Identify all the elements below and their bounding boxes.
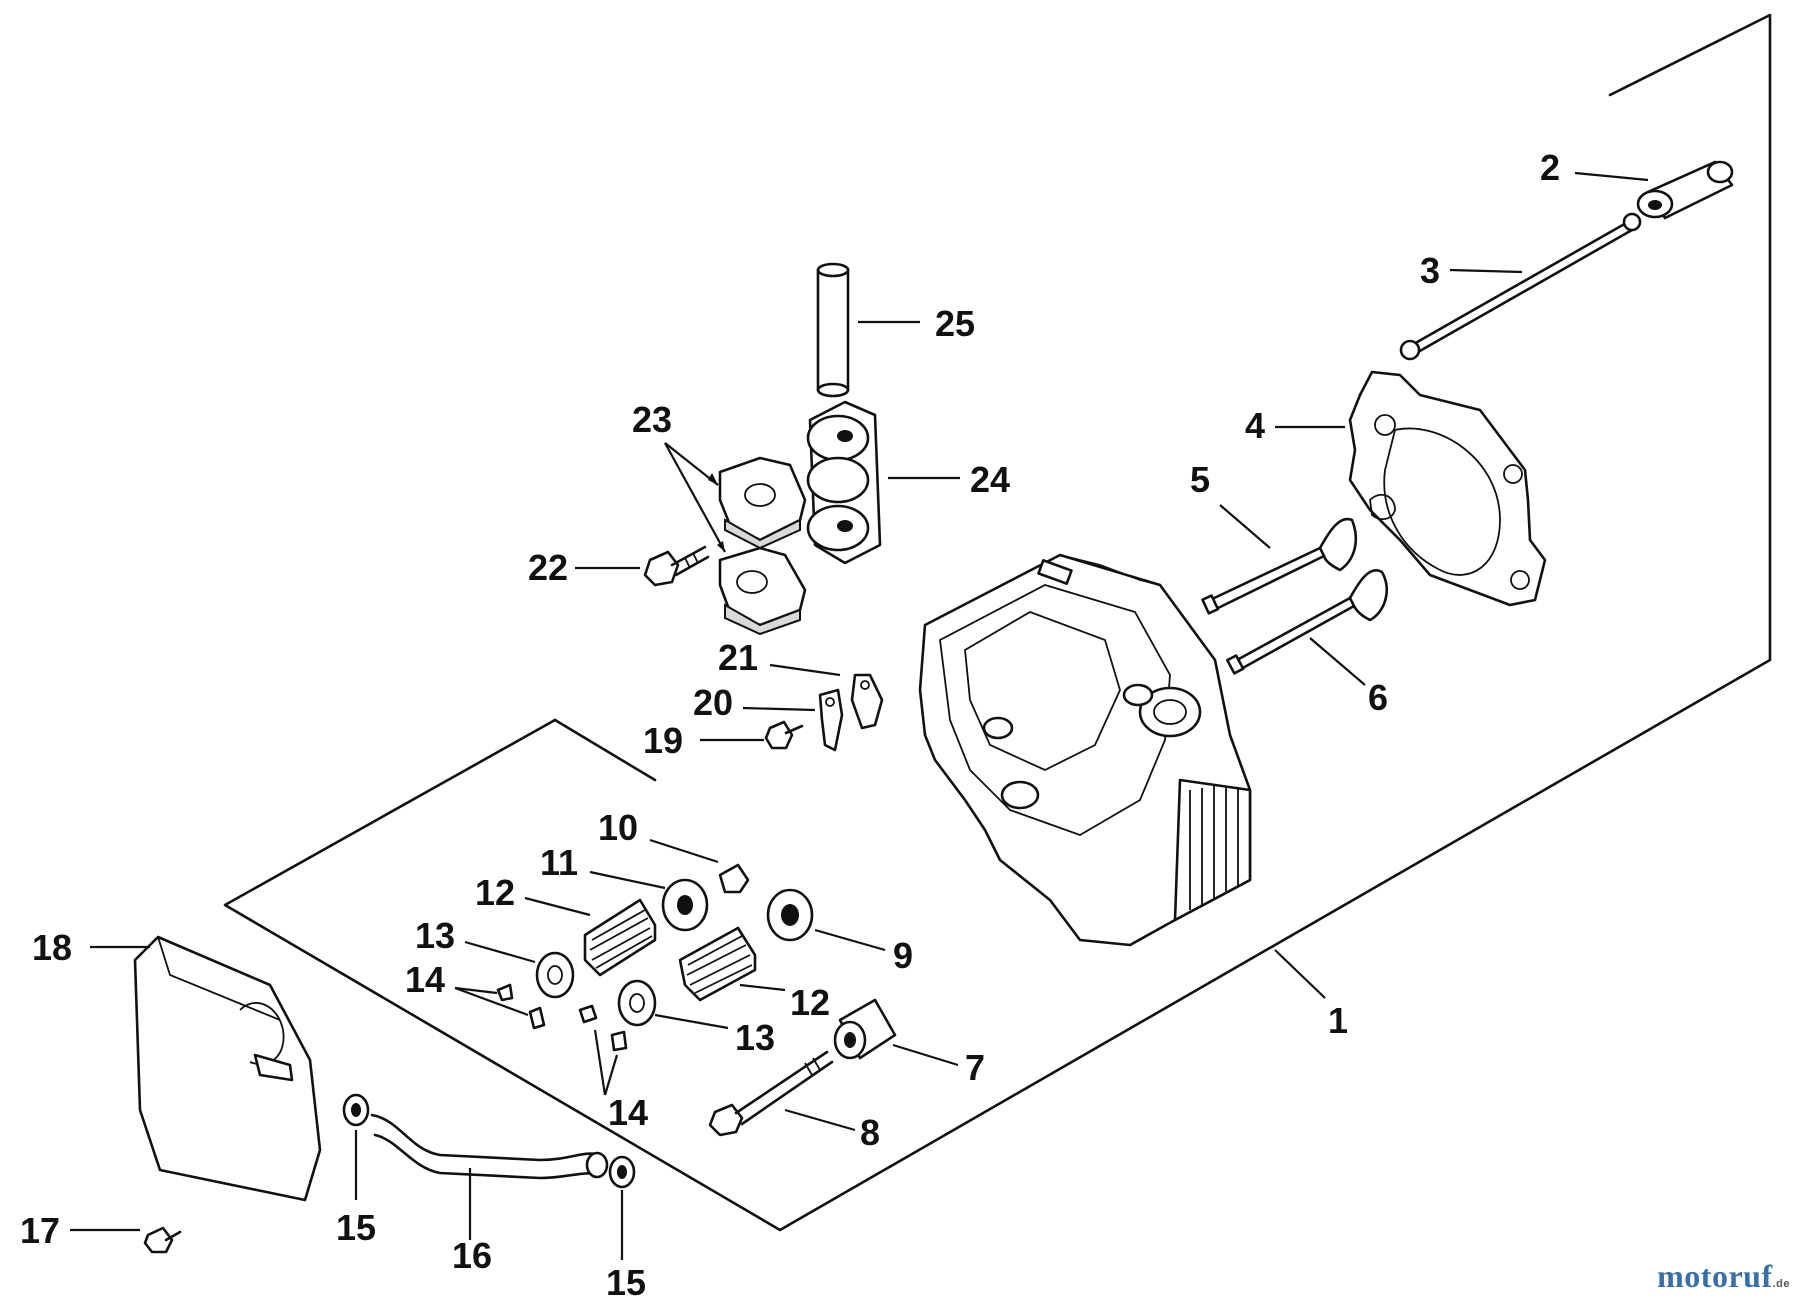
part-label-12a: 12 <box>475 872 515 913</box>
bolt-part-8 <box>708 1050 856 1137</box>
kit-frame-outline <box>223 13 1772 1232</box>
part-label-13a: 13 <box>415 915 455 956</box>
watermark-tld: .de <box>1772 1278 1790 1290</box>
bolt-part-22 <box>575 545 710 587</box>
guide-plate-part-20 <box>742 688 844 752</box>
part-label-12b: 12 <box>790 982 830 1023</box>
part-label-22: 22 <box>528 547 568 588</box>
push-rod-part-3 <box>1399 212 1642 361</box>
tappet-part-2 <box>1574 160 1734 220</box>
part-label-10: 10 <box>598 807 638 848</box>
part-label-16: 16 <box>452 1235 492 1276</box>
part-label-14a: 14 <box>405 959 445 1000</box>
spring-seat-part-13b <box>617 979 729 1030</box>
part-label-25: 25 <box>935 303 975 344</box>
part-label-14b: 14 <box>608 1092 648 1133</box>
valve-spring-part-12a <box>524 896 657 977</box>
watermark-brand: motoruf <box>1657 1258 1773 1294</box>
part-label-24: 24 <box>970 459 1010 500</box>
valve-spring-part-12b <box>678 926 786 1002</box>
part-label-15b: 15 <box>606 1262 646 1303</box>
part-label-1: 1 <box>1328 1000 1348 1041</box>
part-label-23: 23 <box>632 399 672 440</box>
rocker-arm-leaders-23 <box>664 442 726 553</box>
rocker-bracket-part-24 <box>806 400 960 565</box>
part-label-13b: 13 <box>735 1017 775 1058</box>
part-label-5: 5 <box>1190 459 1210 500</box>
part-label-4: 4 <box>1245 405 1265 446</box>
spacer-part-7 <box>833 998 959 1067</box>
part-label-3: 3 <box>1420 250 1440 291</box>
breather-hose-part-16 <box>370 1113 609 1240</box>
part-label-2: 2 <box>1540 147 1560 188</box>
part-label-19: 19 <box>643 720 683 761</box>
valve-cap-part-10 <box>649 838 750 894</box>
screw-part-19 <box>700 720 804 750</box>
intake-valve-part-5 <box>1201 504 1357 615</box>
part-label-7: 7 <box>965 1047 985 1088</box>
head-gasket-part-4 <box>1275 370 1547 607</box>
rocker-shaft-part-25 <box>816 262 920 398</box>
hose-clamp-part-15b <box>608 1155 636 1260</box>
motoruf-watermark: motoruf.de <box>1657 1258 1790 1295</box>
exhaust-valve-part-6 <box>1225 569 1388 686</box>
part-label-17: 17 <box>20 1210 60 1251</box>
retainer-part-9 <box>766 888 886 952</box>
guide-plate-part-21 <box>769 663 884 730</box>
screw-part-17 <box>70 1226 182 1254</box>
spring-retainer-part-11 <box>589 870 709 932</box>
valve-keeper-part-14a <box>454 983 546 1030</box>
part-label-20: 20 <box>693 682 733 723</box>
part-label-11: 11 <box>540 842 578 883</box>
part-label-6: 6 <box>1368 677 1388 718</box>
part-label-15a: 15 <box>336 1207 376 1248</box>
part-label-18: 18 <box>32 927 72 968</box>
rocker-arm-part-23a <box>718 456 807 550</box>
part-label-8: 8 <box>860 1112 880 1153</box>
rocker-arm-part-23b <box>718 546 807 636</box>
cylinder-head <box>918 553 1252 947</box>
valve-keeper-part-14b <box>578 1004 628 1096</box>
hose-clamp-part-15a <box>342 1093 370 1200</box>
part-label-9: 9 <box>893 935 913 976</box>
part-label-21: 21 <box>718 637 758 678</box>
part-labels: 1 2 3 4 5 6 7 8 9 10 11 12 12 13 13 14 1… <box>20 147 1560 1303</box>
spring-seat-part-13a <box>464 940 575 999</box>
rocker-cover-part-18 <box>90 935 322 1202</box>
